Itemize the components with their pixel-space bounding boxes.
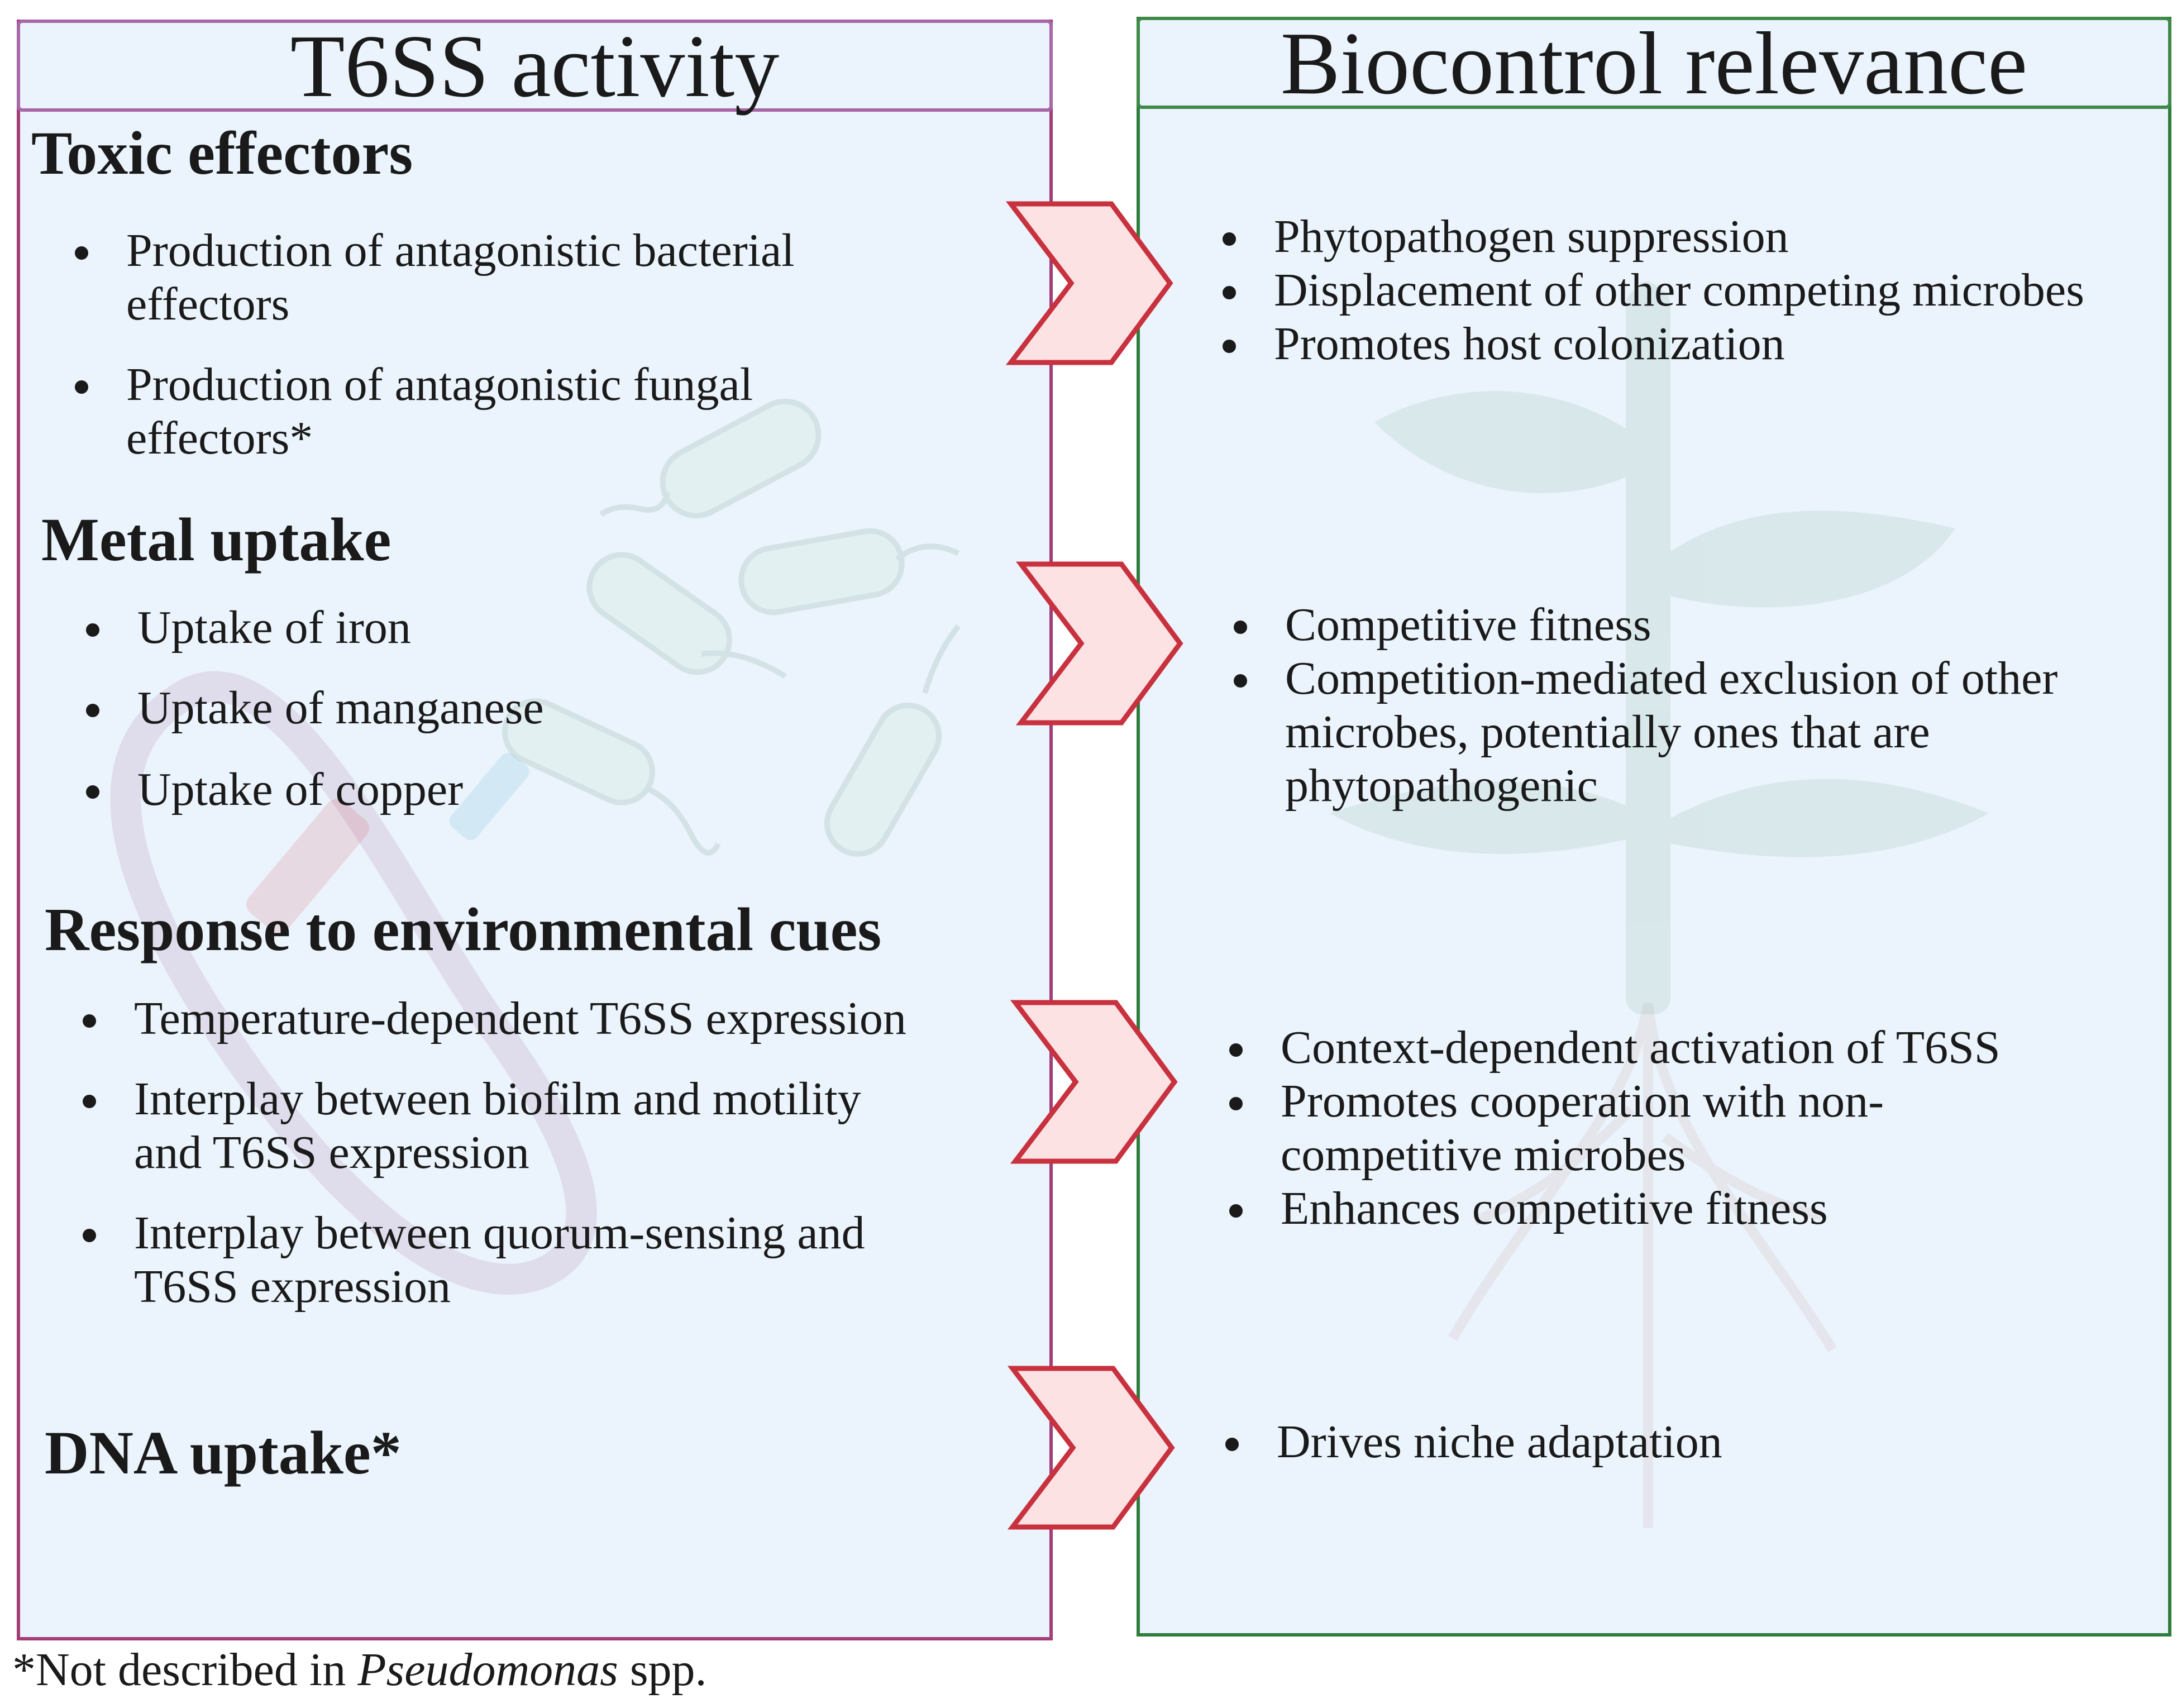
footnote-suffix: spp. [618, 1644, 707, 1696]
list-item: Uptake of iron [82, 601, 919, 655]
list-item: Enhances competitive fitness [1225, 1182, 2130, 1235]
environmental-cues-list: Temperature-dependent T6SS expression In… [78, 992, 949, 1314]
footnote-prefix: *Not described in [12, 1644, 358, 1696]
list-item: Uptake of copper [82, 763, 919, 817]
list-item: Phytopathogen suppression [1218, 210, 2112, 264]
list-item: Competitive fitness [1229, 598, 2145, 652]
list-item: Competition-mediated exclusion of other … [1229, 652, 2145, 813]
list-item: Interplay between quorum-sensing and T6S… [78, 1206, 927, 1314]
toxic-effectors-list: Production of antagonistic bacterial eff… [70, 224, 908, 465]
section-heading-metal-uptake: Metal uptake [41, 505, 392, 574]
biocontrol-relevance-panel: Biocontrol relevance Phytopathogen suppr… [1137, 17, 2171, 1637]
list-item: Uptake of manganese [82, 681, 919, 735]
footnote: *Not described in Pseudomonas spp. [12, 1647, 707, 1693]
biocontrol-relevance-title: Biocontrol relevance [1137, 17, 2171, 109]
chevron-right-icon [1010, 1000, 1178, 1164]
toxic-effectors-relevance-list: Phytopathogen suppression Displacement o… [1218, 210, 2112, 371]
section-heading-toxic-effectors: Toxic effectors [31, 119, 413, 187]
chevron-right-icon [1007, 1366, 1175, 1530]
footnote-genus: Pseudomonas [357, 1644, 618, 1696]
list-item: Production of antagonistic bacterial eff… [70, 224, 908, 331]
metal-uptake-list: Uptake of iron Uptake of manganese Uptak… [82, 601, 919, 817]
chevron-right-icon [1015, 561, 1183, 726]
list-item: Interplay between biofilm and motility a… [78, 1072, 927, 1180]
dna-uptake-relevance-list: Drives niche adaptation [1221, 1415, 2114, 1469]
list-item: Drives niche adaptation [1221, 1415, 2114, 1469]
list-item: Production of antagonistic fungal effect… [70, 358, 908, 465]
list-item: Promotes host colonization [1218, 317, 2112, 371]
environmental-cues-relevance-list: Context-dependent activation of T6SS Pro… [1225, 1021, 2130, 1235]
t6ss-activity-panel: T6SS activity Toxic effectors Production… [17, 20, 1053, 1640]
chevron-right-icon [1005, 201, 1173, 365]
list-item: Context-dependent activation of T6SS [1225, 1021, 2130, 1075]
section-heading-dna-uptake: DNA uptake* [45, 1419, 402, 1487]
list-item: Displacement of other competing microbes [1218, 264, 2112, 317]
list-item: Temperature-dependent T6SS expression [78, 992, 949, 1046]
t6ss-activity-title: T6SS activity [17, 20, 1053, 112]
section-heading-environmental-cues: Response to environmental cues [45, 895, 882, 963]
metal-uptake-relevance-list: Competitive fitness Competition-mediated… [1229, 598, 2145, 813]
list-item: Promotes cooperation with non-competitiv… [1225, 1075, 2007, 1182]
